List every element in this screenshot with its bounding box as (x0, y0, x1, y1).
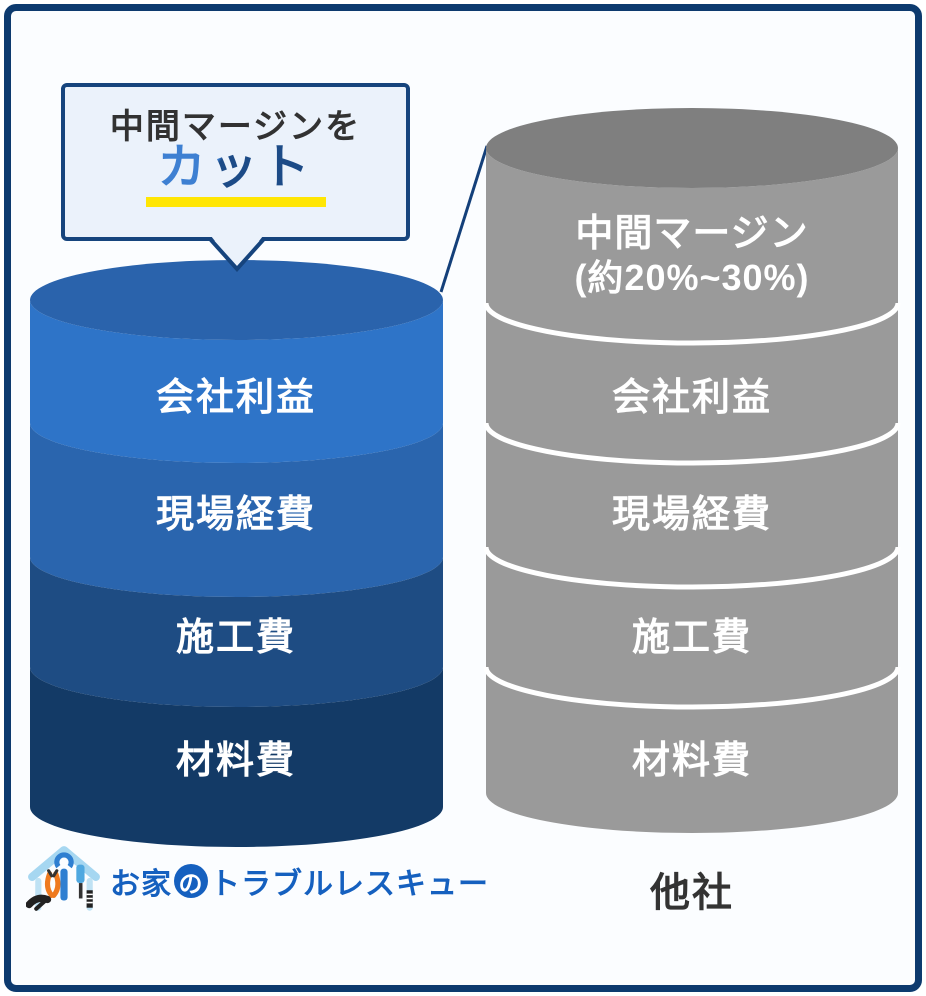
left-cylinder-layer-site-expenses (30, 423, 443, 597)
margin-label-line2: (約20%~30%) (574, 256, 810, 298)
logo-text-before: お家 (110, 868, 172, 901)
left-cylinder-layer-materials (30, 667, 443, 848)
right-cylinder-separator-2 (483, 422, 901, 466)
right-layer-label-site-expenses: 現場経費 (611, 494, 772, 536)
yellow-underline (145, 197, 326, 208)
left-cylinder (30, 260, 443, 848)
right-cylinder-separator-4 (483, 666, 901, 710)
right-layer-label-margin: 中間マージン (約20%~30%) (532, 212, 852, 299)
logo-text-after: トラブルレスキュー (210, 868, 489, 901)
right-cylinder-top-ellipse (486, 108, 898, 188)
right-cylinder-separator-3 (483, 546, 901, 590)
cut-connector-line (439, 145, 489, 293)
bubble-cut-text: カット (157, 141, 314, 194)
left-layer-label-site-expenses: 現場経費 (155, 494, 316, 536)
margin-label-line1: 中間マージン (575, 213, 809, 255)
right-cylinder (483, 108, 901, 833)
left-cylinder-layer-profit (30, 300, 443, 463)
right-layer-label-construction: 施工費 (631, 617, 752, 659)
house-with-tools-icon (26, 846, 100, 911)
bubble-text-line1: 中間マージンを (109, 108, 362, 146)
right-layer-label-materials: 材料費 (631, 740, 752, 782)
speech-bubble-tail-fill (211, 236, 263, 269)
left-cylinder-top-ellipse (30, 260, 443, 340)
brand-logo-text: お家 の トラブルレスキュー (110, 859, 489, 903)
left-layer-label-materials: 材料費 (175, 740, 296, 782)
left-cylinder-layer-construction (30, 557, 443, 708)
right-cylinder-body (486, 148, 898, 833)
right-layer-label-profit: 会社利益 (611, 377, 772, 419)
right-cylinder-separator-1 (483, 302, 901, 346)
brand-logo: お家 の トラブルレスキュー (26, 843, 489, 919)
left-layer-label-construction: 施工費 (175, 617, 296, 659)
left-layer-label-profit: 会社利益 (155, 377, 316, 419)
bubble-text-line2: カット (63, 140, 408, 208)
right-cylinder-caption: 他社 (650, 871, 734, 915)
logo-no-circle: の (174, 864, 208, 898)
speech-bubble-tail-outline (209, 238, 265, 272)
